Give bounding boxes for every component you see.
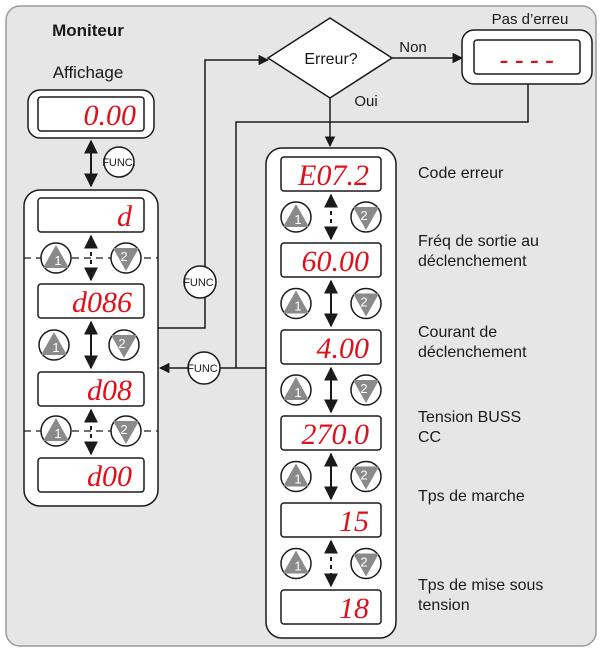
up-key-right-4[interactable]: 1 xyxy=(280,460,312,493)
func-key-top[interactable]: FUNC. xyxy=(102,146,136,178)
func-key-bottom[interactable]: FUNC. xyxy=(187,351,221,385)
error-display-6 xyxy=(280,589,382,625)
description-4-line-2: CC xyxy=(418,429,441,446)
up-key-right-1[interactable]: 1 xyxy=(280,201,312,233)
svg-text:2: 2 xyxy=(360,295,367,310)
display-d08: d08 xyxy=(87,374,132,407)
svg-text:1: 1 xyxy=(294,559,301,574)
svg-text:1: 1 xyxy=(294,299,301,314)
display-d: d xyxy=(117,200,133,233)
connector-to-decision xyxy=(158,54,270,329)
svg-text:2: 2 xyxy=(360,208,367,223)
svg-text:2: 2 xyxy=(120,249,127,264)
up-key-left-1[interactable]: 1 xyxy=(40,242,72,274)
description-3-line-1: Courant de xyxy=(418,324,497,341)
svg-text:2: 2 xyxy=(120,422,127,437)
down-key-right-4[interactable]: 2 xyxy=(350,460,382,493)
up-key-right-3[interactable]: 1 xyxy=(280,374,312,406)
svg-text:1: 1 xyxy=(294,472,301,487)
svg-text:1: 1 xyxy=(54,426,61,441)
up-key-left-2[interactable]: 1 xyxy=(38,329,70,361)
up-key-right-5[interactable]: 1 xyxy=(280,547,312,580)
description-2-line-1: Fréq de sortie au xyxy=(418,233,539,250)
error-display-value-3: 4.00 xyxy=(317,332,370,365)
svg-text:FUNC.: FUNC. xyxy=(102,157,136,169)
down-key-right-5[interactable]: 2 xyxy=(350,547,382,580)
description-6-line-1: Tps de mise sous xyxy=(418,577,543,594)
svg-text:FUNC.: FUNC. xyxy=(183,277,217,289)
monitor-title: Moniteur xyxy=(52,21,124,40)
no-error-display xyxy=(473,39,581,75)
display-heading: Affichage xyxy=(53,63,124,82)
description-5-line-1: Tps de marche xyxy=(418,488,525,505)
error-display-value-1: E07.2 xyxy=(297,159,369,192)
display-d086: d086 xyxy=(72,286,132,319)
error-display-value-2: 60.00 xyxy=(302,245,370,278)
no-error-display-value: - - - - xyxy=(500,45,554,74)
svg-text:FUNC.: FUNC. xyxy=(187,363,221,375)
main-display xyxy=(37,96,145,132)
decision-no-label: Non xyxy=(399,39,427,56)
description-2-line-2: déclenchement xyxy=(418,253,527,270)
description-6-line-2: tension xyxy=(418,597,470,614)
down-key-right-1[interactable]: 2 xyxy=(350,201,382,233)
down-key-left-2[interactable]: 2 xyxy=(108,329,140,361)
svg-text:2: 2 xyxy=(360,555,367,570)
description-1-line-1: Code erreur xyxy=(418,165,504,182)
svg-text:1: 1 xyxy=(52,340,59,355)
svg-text:2: 2 xyxy=(360,381,367,396)
error-display-5 xyxy=(280,502,382,538)
error-display-3 xyxy=(280,329,382,365)
decision-question: Erreur? xyxy=(304,51,357,68)
error-display-2 xyxy=(280,242,382,278)
error-display-1 xyxy=(280,156,382,192)
func-key-mid[interactable]: FUNC. xyxy=(183,265,217,299)
down-key-left-1[interactable]: 2 xyxy=(110,242,142,274)
svg-text:1: 1 xyxy=(294,385,301,400)
display-d00: d00 xyxy=(87,460,132,493)
down-key-left-3[interactable]: 2 xyxy=(110,415,142,447)
svg-text:1: 1 xyxy=(54,253,61,268)
no-error-heading: Pas d’erreu xyxy=(492,11,569,28)
error-display-value-6: 18 xyxy=(339,592,369,625)
error-display-value-5: 15 xyxy=(339,505,369,538)
error-display-4 xyxy=(280,415,382,451)
main-display-value: 0.00 xyxy=(84,99,137,132)
error-display-value-4: 270.0 xyxy=(302,418,370,451)
description-3-line-2: déclenchement xyxy=(418,344,527,361)
svg-text:2: 2 xyxy=(360,468,367,483)
up-key-right-2[interactable]: 1 xyxy=(280,287,312,320)
svg-text:2: 2 xyxy=(118,336,125,351)
decision-yes-label: Oui xyxy=(354,93,377,110)
up-key-left-3[interactable]: 1 xyxy=(40,415,72,447)
down-key-right-2[interactable]: 2 xyxy=(350,287,382,320)
svg-text:1: 1 xyxy=(294,212,301,227)
description-4-line-1: Tension BUSS xyxy=(418,409,521,426)
down-key-right-3[interactable]: 2 xyxy=(350,374,382,406)
